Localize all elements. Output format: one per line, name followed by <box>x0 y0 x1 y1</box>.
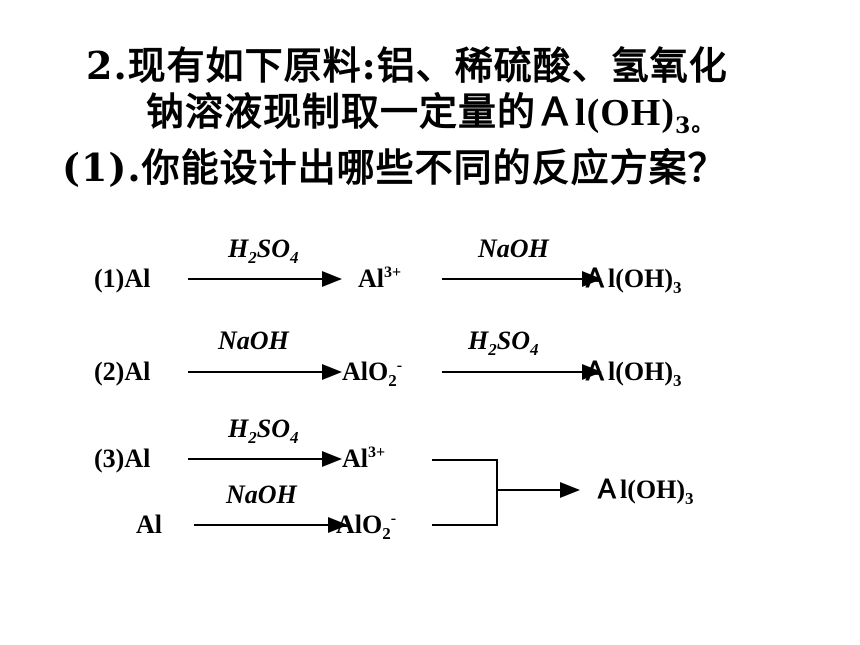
r3-reagent-a-so: SO <box>256 414 290 443</box>
r2-product-sub: 3 <box>673 371 682 390</box>
title-line-1: 2.现有如下原料:铝、稀硫酸、氢氧化 <box>86 43 728 88</box>
r1-product-sub: 3 <box>673 278 682 297</box>
r2-product-base: Ａl(OH) <box>582 357 673 386</box>
r2-intermediate: AlO2- <box>342 357 403 390</box>
r3-reagent-naoh: NaOH <box>226 480 297 509</box>
r3-reagent-a-h: H <box>228 414 249 443</box>
r3-reagent-h2so4: H2SO4 <box>228 414 299 447</box>
r2-reagent-h2so4: H2SO4 <box>468 326 539 359</box>
r1-reagent-h2so4: H2SO4 <box>228 234 299 267</box>
r1-product-base: Ａl(OH) <box>582 264 673 293</box>
r1-start: (1)Al <box>94 264 151 293</box>
r3-intermediate-b: AlO2- <box>336 510 397 543</box>
title-period: 。 <box>691 111 715 137</box>
r2-mid-base: AlO <box>342 357 389 386</box>
title-line-2: 钠溶液现制取一定量的Ａl(OH)3。 <box>146 90 714 148</box>
r3-intermediate-a: Al3+ <box>342 444 385 474</box>
r2-mid-sub: 2 <box>388 371 397 390</box>
merge-bracket <box>432 459 498 526</box>
r2-reagent-naoh: NaOH <box>218 326 289 355</box>
r2-reagent2-sub1: 2 <box>488 340 497 359</box>
r1-reagent1-so: SO <box>256 234 290 263</box>
r3-mid-a-base: Al <box>342 444 368 473</box>
r3-start-a: (3)Al <box>94 444 151 473</box>
r2-reagent2-h: H <box>468 326 489 355</box>
r2-mid-charge: - <box>396 357 403 374</box>
r1-mid-charge: 3+ <box>384 264 402 281</box>
r1-reagent-naoh: NaOH <box>478 234 549 263</box>
r3-product-base: Ａl(OH) <box>594 475 685 504</box>
r1-reagent1-sub1: 2 <box>248 248 257 267</box>
r3-mid-b-charge: - <box>390 510 397 527</box>
r2-product: Ａl(OH)3 <box>582 357 682 390</box>
r2-reagent2-sub2: 4 <box>529 340 539 359</box>
r1-reagent1-h: H <box>228 234 249 263</box>
r1-product: Ａl(OH)3 <box>582 264 682 297</box>
r2-reagent2-so: SO <box>496 326 530 355</box>
r1-mid-base: Al <box>358 264 384 293</box>
title-line-2-text: 钠溶液现制取一定量的 <box>146 89 537 134</box>
r1-intermediate: Al3+ <box>358 264 401 294</box>
r3-start-b: Al <box>136 510 162 539</box>
r3-mid-a-charge: 3+ <box>368 444 386 461</box>
title-formula-subscript: 3 <box>675 113 692 139</box>
title-line-3: (1).你能设计出哪些不同的反应方案？ <box>62 145 727 190</box>
r3-product: Ａl(OH)3 <box>594 475 694 508</box>
r3-product-sub: 3 <box>685 489 694 508</box>
r2-start: (2)Al <box>94 357 151 386</box>
r3-mid-b-base: AlO <box>336 510 383 539</box>
r3-mid-b-sub: 2 <box>382 524 391 543</box>
r3-reagent-a-sub1: 2 <box>248 428 257 447</box>
title-formula: Ａl(OH) <box>536 92 675 134</box>
r1-reagent1-sub2: 4 <box>289 248 299 267</box>
r3-reagent-a-sub2: 4 <box>289 428 299 447</box>
